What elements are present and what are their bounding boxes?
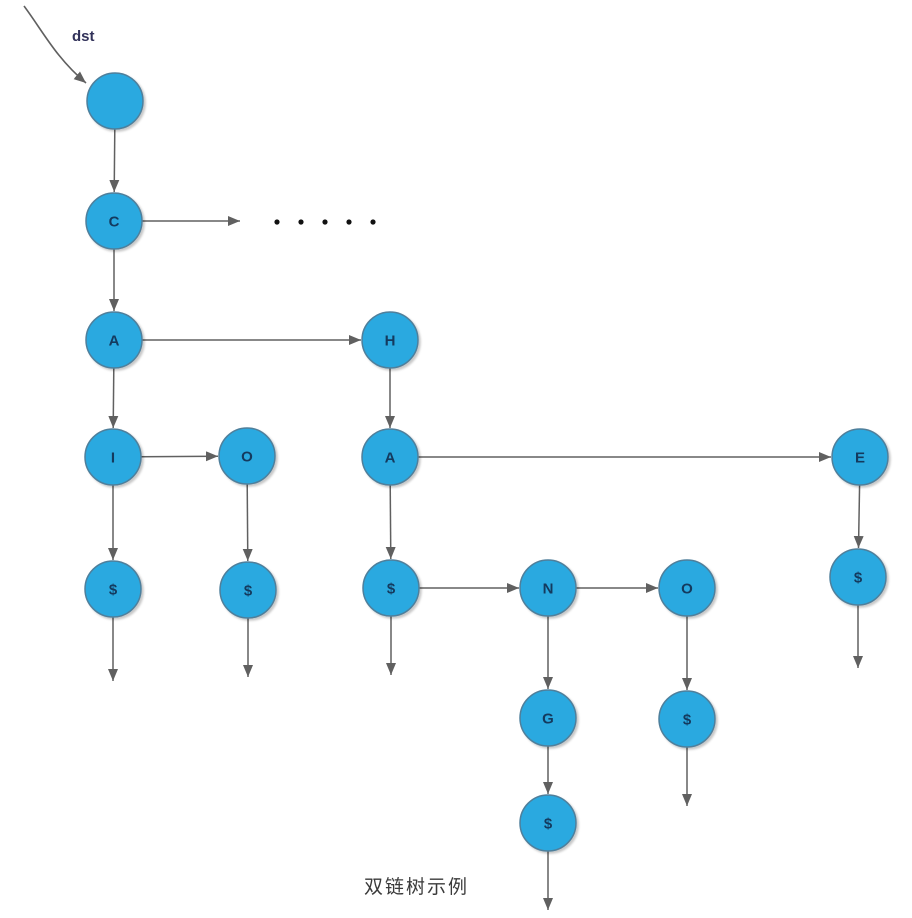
node-circle-E bbox=[831, 428, 889, 486]
edge-I-O1 bbox=[139, 451, 219, 462]
edge-A1-I bbox=[108, 366, 119, 429]
edge-root-C bbox=[109, 127, 120, 193]
node-circle-N bbox=[519, 559, 577, 617]
node-A1: A bbox=[85, 311, 143, 369]
node-circle-S5 bbox=[658, 690, 716, 748]
node-S4: $ bbox=[829, 548, 887, 606]
ellipsis-dot-3 bbox=[322, 219, 328, 225]
node-circle-S4 bbox=[829, 548, 887, 606]
node-H: H bbox=[361, 311, 419, 369]
ellipsis-dot-5 bbox=[370, 219, 376, 225]
node-circle-S2 bbox=[219, 561, 277, 619]
node-circle-G bbox=[519, 689, 577, 747]
diagram-caption: 双链树示例 bbox=[364, 877, 470, 898]
nodes-layer: C A H I O A E $ $ $ N O $ G $ $ bbox=[84, 72, 889, 852]
edge-E-S4 bbox=[853, 483, 864, 549]
node-root bbox=[86, 72, 144, 130]
node-S1: $ bbox=[84, 560, 142, 618]
ellipsis-dot-4 bbox=[346, 219, 352, 225]
node-C: C bbox=[85, 192, 143, 250]
node-circle-S6 bbox=[519, 794, 577, 852]
node-S2: $ bbox=[219, 561, 277, 619]
ellipsis-dot-2 bbox=[298, 219, 304, 225]
node-S3: $ bbox=[362, 559, 420, 617]
edge-O1-S2 bbox=[242, 482, 253, 562]
node-O1: O bbox=[218, 427, 276, 485]
node-I: I bbox=[84, 428, 142, 486]
node-circle-C bbox=[85, 192, 143, 250]
node-circle-H bbox=[361, 311, 419, 369]
node-circle-root bbox=[86, 72, 144, 130]
node-circle-A2 bbox=[361, 428, 419, 486]
dst-label: dst bbox=[72, 28, 95, 45]
dst-pointer-arrow bbox=[23, 5, 87, 84]
node-circle-S1 bbox=[84, 560, 142, 618]
node-circle-O2 bbox=[658, 559, 716, 617]
node-S6: $ bbox=[519, 794, 577, 852]
node-E: E bbox=[831, 428, 889, 486]
node-G: G bbox=[519, 689, 577, 747]
node-circle-O1 bbox=[218, 427, 276, 485]
node-S5: $ bbox=[658, 690, 716, 748]
node-A2: A bbox=[361, 428, 419, 486]
node-O2: O bbox=[658, 559, 716, 617]
node-circle-I bbox=[84, 428, 142, 486]
edge-A2-S3 bbox=[385, 483, 396, 560]
node-circle-A1 bbox=[85, 311, 143, 369]
edges-layer bbox=[108, 127, 864, 910]
ellipsis-dots bbox=[274, 219, 376, 225]
ellipsis-dot-1 bbox=[274, 219, 280, 225]
node-circle-S3 bbox=[362, 559, 420, 617]
node-N: N bbox=[519, 559, 577, 617]
